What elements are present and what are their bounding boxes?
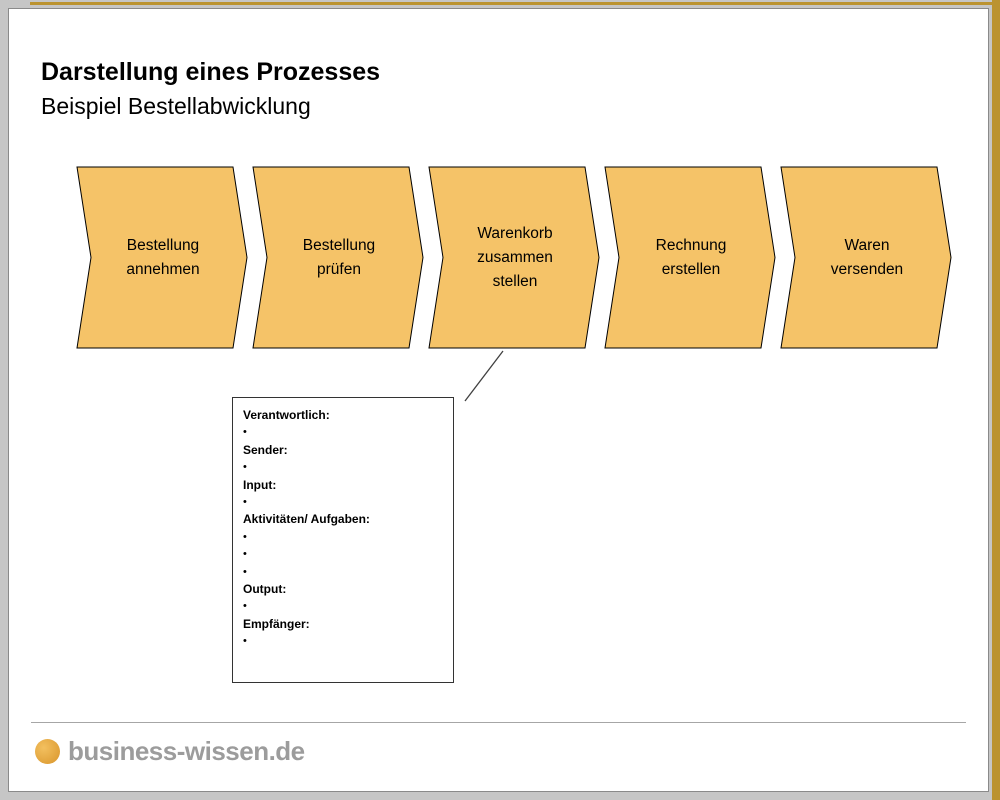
- callout-label-empfaenger: Empfänger:: [243, 616, 310, 631]
- process-step-label: Bestellung prüfen: [302, 236, 376, 278]
- title-block: Darstellung eines Prozesses Beispiel Bes…: [41, 57, 380, 120]
- process-step-waren-versenden: Waren versenden: [780, 166, 952, 349]
- callout-bullet: •: [243, 530, 247, 543]
- callout-label-sender: Sender:: [243, 442, 288, 457]
- page-title: Darstellung eines Prozesses: [41, 58, 381, 86]
- page-subtitle: Beispiel Bestellabwicklung: [41, 93, 311, 119]
- process-step-rechnung-erstellen: Rechnung erstellen: [604, 166, 776, 349]
- process-step-label: Rechnung erstellen: [655, 236, 727, 278]
- chevron-shape: [252, 166, 424, 349]
- chevron-shape: [76, 166, 248, 349]
- process-step-label: Bestellung annehmen: [126, 236, 200, 278]
- logo-circle-icon: [35, 738, 60, 764]
- footer-logo: business-wissen.de: [35, 736, 305, 766]
- callout-box: Verantwortlich: • Sender: • Input: • Akt…: [232, 397, 454, 683]
- footer-divider: [31, 722, 966, 723]
- callout-label-input: Input:: [243, 477, 277, 492]
- logo-text: business-wissen.de: [68, 736, 305, 766]
- callout-label-output: Output:: [243, 582, 287, 597]
- callout-connector-line: [464, 350, 504, 402]
- chevron-shape: [428, 166, 600, 349]
- process-step-bestellung-pruefen: Bestellung prüfen: [252, 166, 424, 349]
- callout-bullet: •: [243, 461, 247, 474]
- callout-bullet: •: [243, 548, 247, 561]
- callout-bullet: •: [243, 426, 247, 439]
- process-step-bestellung-annehmen: Bestellung annehmen: [76, 166, 248, 349]
- gold-accent-right-bar: [992, 0, 1000, 800]
- slide-canvas: Darstellung eines Prozesses Beispiel Bes…: [8, 8, 989, 792]
- callout-bullet: •: [243, 600, 247, 613]
- callout-bullet: •: [243, 635, 247, 648]
- chevron-shape: [780, 166, 952, 349]
- process-step-label: Waren versenden: [830, 236, 904, 278]
- callout-bullet: •: [243, 496, 247, 509]
- callout-label-verantwortlich: Verantwortlich:: [243, 408, 330, 422]
- chevron-shape: [604, 166, 776, 349]
- process-step-label: Warenkorb zusammen stellen: [477, 224, 553, 290]
- callout-label-aktivitaeten: Aktivitäten/ Aufgaben:: [243, 512, 370, 527]
- process-step-warenkorb-zusammenstellen: Warenkorb zusammen stellen: [428, 166, 600, 349]
- gold-accent-top-line: [30, 2, 1000, 5]
- callout-bullet: •: [243, 565, 247, 578]
- process-flow: Bestellung annehmen Bestellung prüfen Wa…: [76, 166, 952, 349]
